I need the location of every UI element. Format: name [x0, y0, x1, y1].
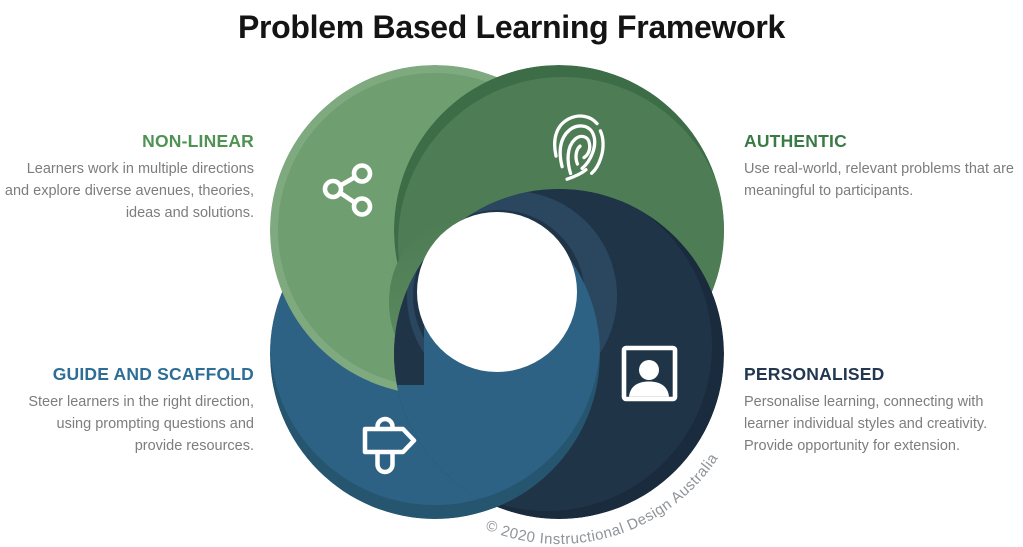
- body-line: using prompting questions and: [56, 416, 255, 432]
- body-line: meaningful to participants.: [744, 183, 914, 199]
- section-non-linear-heading: NON-LINEAR: [142, 131, 254, 151]
- section-authentic-heading: AUTHENTIC: [744, 131, 847, 151]
- page-title: Problem Based Learning Framework: [237, 9, 785, 45]
- portrait-icon: [621, 345, 678, 402]
- section-non-linear: NON-LINEAR Learners work in multiple dir…: [5, 131, 254, 224]
- section-non-linear-body: Learners work in multiple directions and…: [5, 158, 254, 224]
- section-guide-and-scaffold-body: Steer learners in the right direction, u…: [28, 391, 254, 457]
- center-hole: [417, 212, 577, 372]
- section-guide-and-scaffold-heading: GUIDE AND SCAFFOLD: [52, 364, 254, 384]
- body-line: Provide opportunity for extension.: [744, 438, 961, 454]
- body-line: Steer learners in the right direction,: [28, 394, 254, 410]
- section-personalised-heading: PERSONALISED: [744, 364, 885, 384]
- fingerprint-icon: [553, 114, 605, 181]
- body-line: learner individual styles and creativity…: [744, 416, 988, 432]
- share-nodes-icon: [322, 163, 373, 217]
- body-line: Learners work in multiple directions: [26, 161, 254, 177]
- section-personalised: PERSONALISED Personalise learning, conne…: [744, 364, 987, 457]
- body-line: provide resources.: [134, 438, 254, 454]
- body-line: Use real-world, relevant problems that a…: [744, 161, 1014, 177]
- signpost-icon: [362, 416, 417, 475]
- section-guide-and-scaffold: GUIDE AND SCAFFOLD Steer learners in the…: [28, 364, 254, 457]
- section-personalised-body: Personalise learning, connecting with le…: [744, 391, 987, 457]
- body-line: Personalise learning, connecting with: [744, 394, 984, 410]
- section-authentic-body: Use real-world, relevant problems that a…: [744, 158, 1014, 202]
- body-line: ideas and solutions.: [125, 205, 254, 221]
- section-authentic: AUTHENTIC Use real-world, relevant probl…: [744, 131, 1014, 202]
- body-line: and explore diverse avenues, theories,: [4, 183, 254, 199]
